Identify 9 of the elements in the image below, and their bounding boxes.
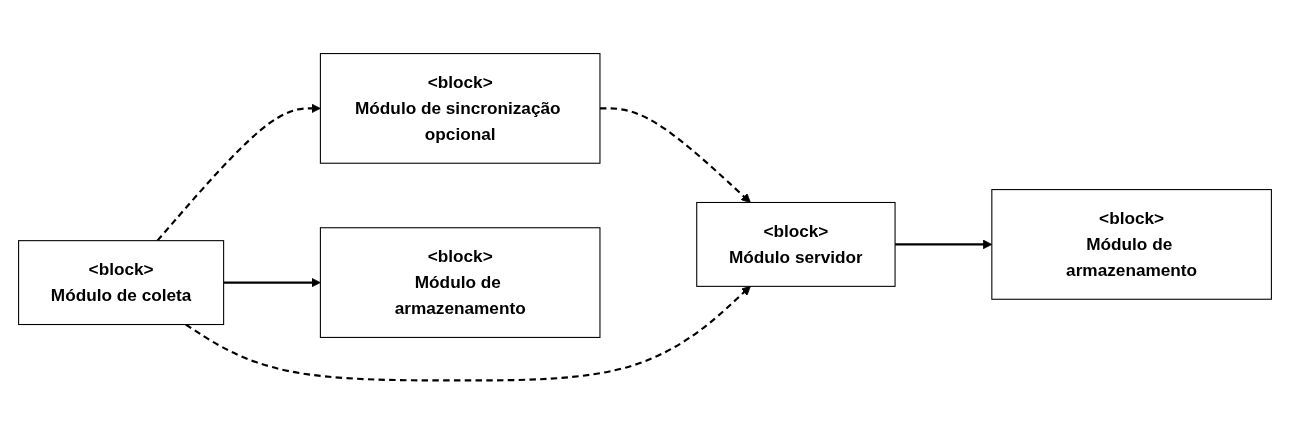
node-box: <block> Módulo de armazenamento xyxy=(991,189,1272,300)
arrow xyxy=(223,277,321,288)
node-box: <block> Módulo de coleta xyxy=(18,240,225,326)
arrow xyxy=(185,285,751,382)
arrow xyxy=(156,103,321,242)
node-box: <block> Módulo de armazenamento xyxy=(319,227,601,338)
node-box: <block> Módulo servidor xyxy=(696,201,896,287)
node-box: <block> Módulo de sincronização opcional xyxy=(319,53,601,164)
arrow xyxy=(599,107,751,203)
